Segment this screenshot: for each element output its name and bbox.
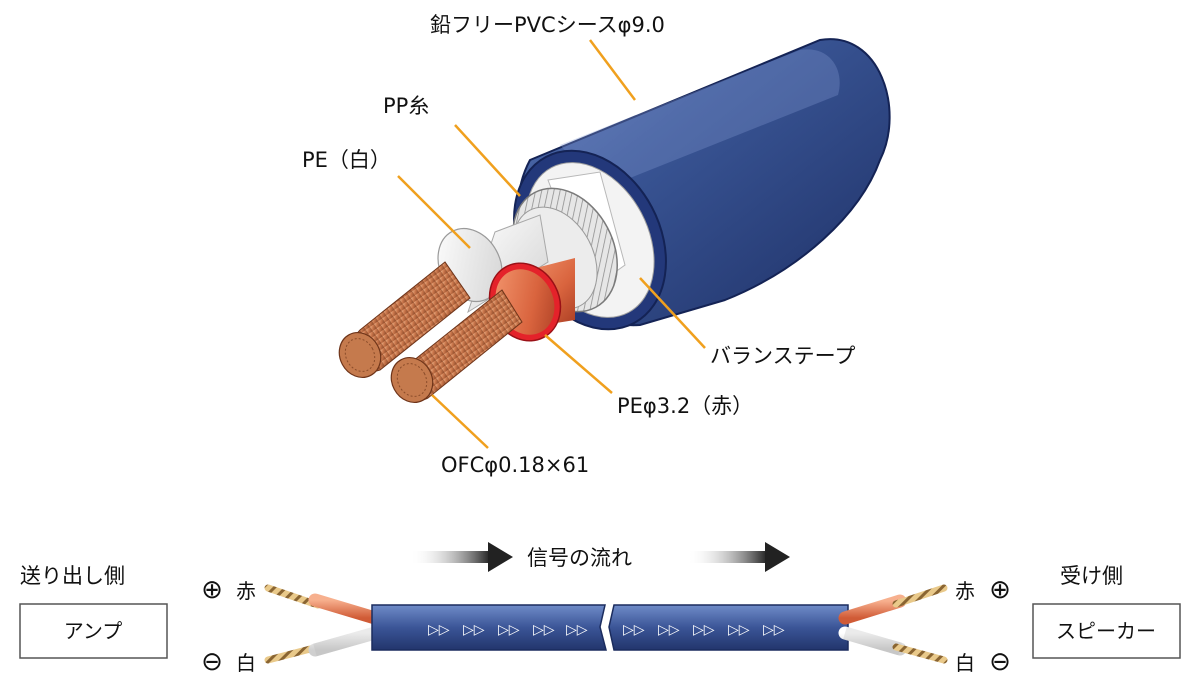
sender-side-label: 送り出し側 (20, 564, 125, 588)
label-pe-white: PE（白） (302, 148, 391, 172)
cable-arrow-2: ▷▷ (463, 622, 485, 638)
signal-flow-section: 信号の流れ 送り出し側 アンプ ⊕ 赤 ⊖ 白 ▷▷ ▷▷ ▷▷ ▷▷ (19, 542, 1181, 677)
right-plus-color: 赤 (955, 579, 975, 603)
cable-arrow-9: ▷▷ (728, 622, 750, 638)
cable-body: ▷▷ ▷▷ ▷▷ ▷▷ ▷▷ ▷▷ ▷▷ ▷▷ ▷▷ ▷▷ (371, 604, 849, 651)
left-minus-color: 白 (236, 651, 256, 675)
flow-arrow-left (410, 542, 513, 572)
cable-arrow-7: ▷▷ (658, 622, 680, 638)
cable-arrow-4: ▷▷ (533, 622, 555, 638)
leader-balance-tape (639, 277, 706, 349)
label-pe-red: PEφ3.2（赤） (617, 394, 753, 418)
left-wires (264, 584, 382, 664)
cable-arrow-10: ▷▷ (763, 622, 785, 638)
pe-white-conductor (338, 214, 549, 378)
leader-pe-red (544, 334, 613, 394)
speaker-label: スピーカー (1056, 619, 1156, 643)
cable-arrow-6: ▷▷ (623, 622, 645, 638)
cable-arrow-1: ▷▷ (428, 622, 450, 638)
label-ofc: OFCφ0.18×61 (441, 453, 589, 477)
label-balance-tape: バランステープ (710, 344, 855, 368)
leader-lines (397, 39, 706, 449)
right-plus-icon: ⊕ (989, 575, 1011, 605)
left-plus-icon: ⊕ (201, 575, 223, 605)
label-pp-yarn: PP糸 (383, 94, 429, 118)
left-minus-icon: ⊖ (201, 647, 223, 677)
amplifier-box (19, 603, 168, 659)
label-sheath: 鉛フリーPVCシースφ9.0 (430, 13, 665, 37)
cable-arrow-5: ▷▷ (566, 622, 588, 638)
leader-pe-white (397, 175, 471, 249)
flow-arrow-right (687, 542, 790, 572)
leader-pp-yarn (454, 124, 521, 197)
speaker-box (1032, 603, 1181, 659)
receiver-side-label: 受け側 (1060, 564, 1123, 588)
right-wires (838, 584, 948, 664)
signal-flow-title: 信号の流れ (527, 546, 632, 570)
leader-ofc (431, 394, 489, 449)
pe-red-conductor (390, 258, 575, 403)
amplifier-label: アンプ (64, 619, 123, 643)
cross-section-labels: 鉛フリーPVCシースφ9.0 PP糸 PE（白） バランステープ PEφ3.2（… (302, 13, 855, 477)
right-minus-icon: ⊖ (989, 647, 1011, 677)
cable-arrow-8: ▷▷ (693, 622, 715, 638)
right-minus-color: 白 (955, 651, 975, 675)
leader-sheath (589, 39, 636, 101)
cable-cross-section: 鉛フリーPVCシースφ9.0 PP糸 PE（白） バランステープ PEφ3.2（… (302, 13, 891, 477)
cable-arrow-3: ▷▷ (498, 622, 520, 638)
left-plus-color: 赤 (236, 579, 256, 603)
